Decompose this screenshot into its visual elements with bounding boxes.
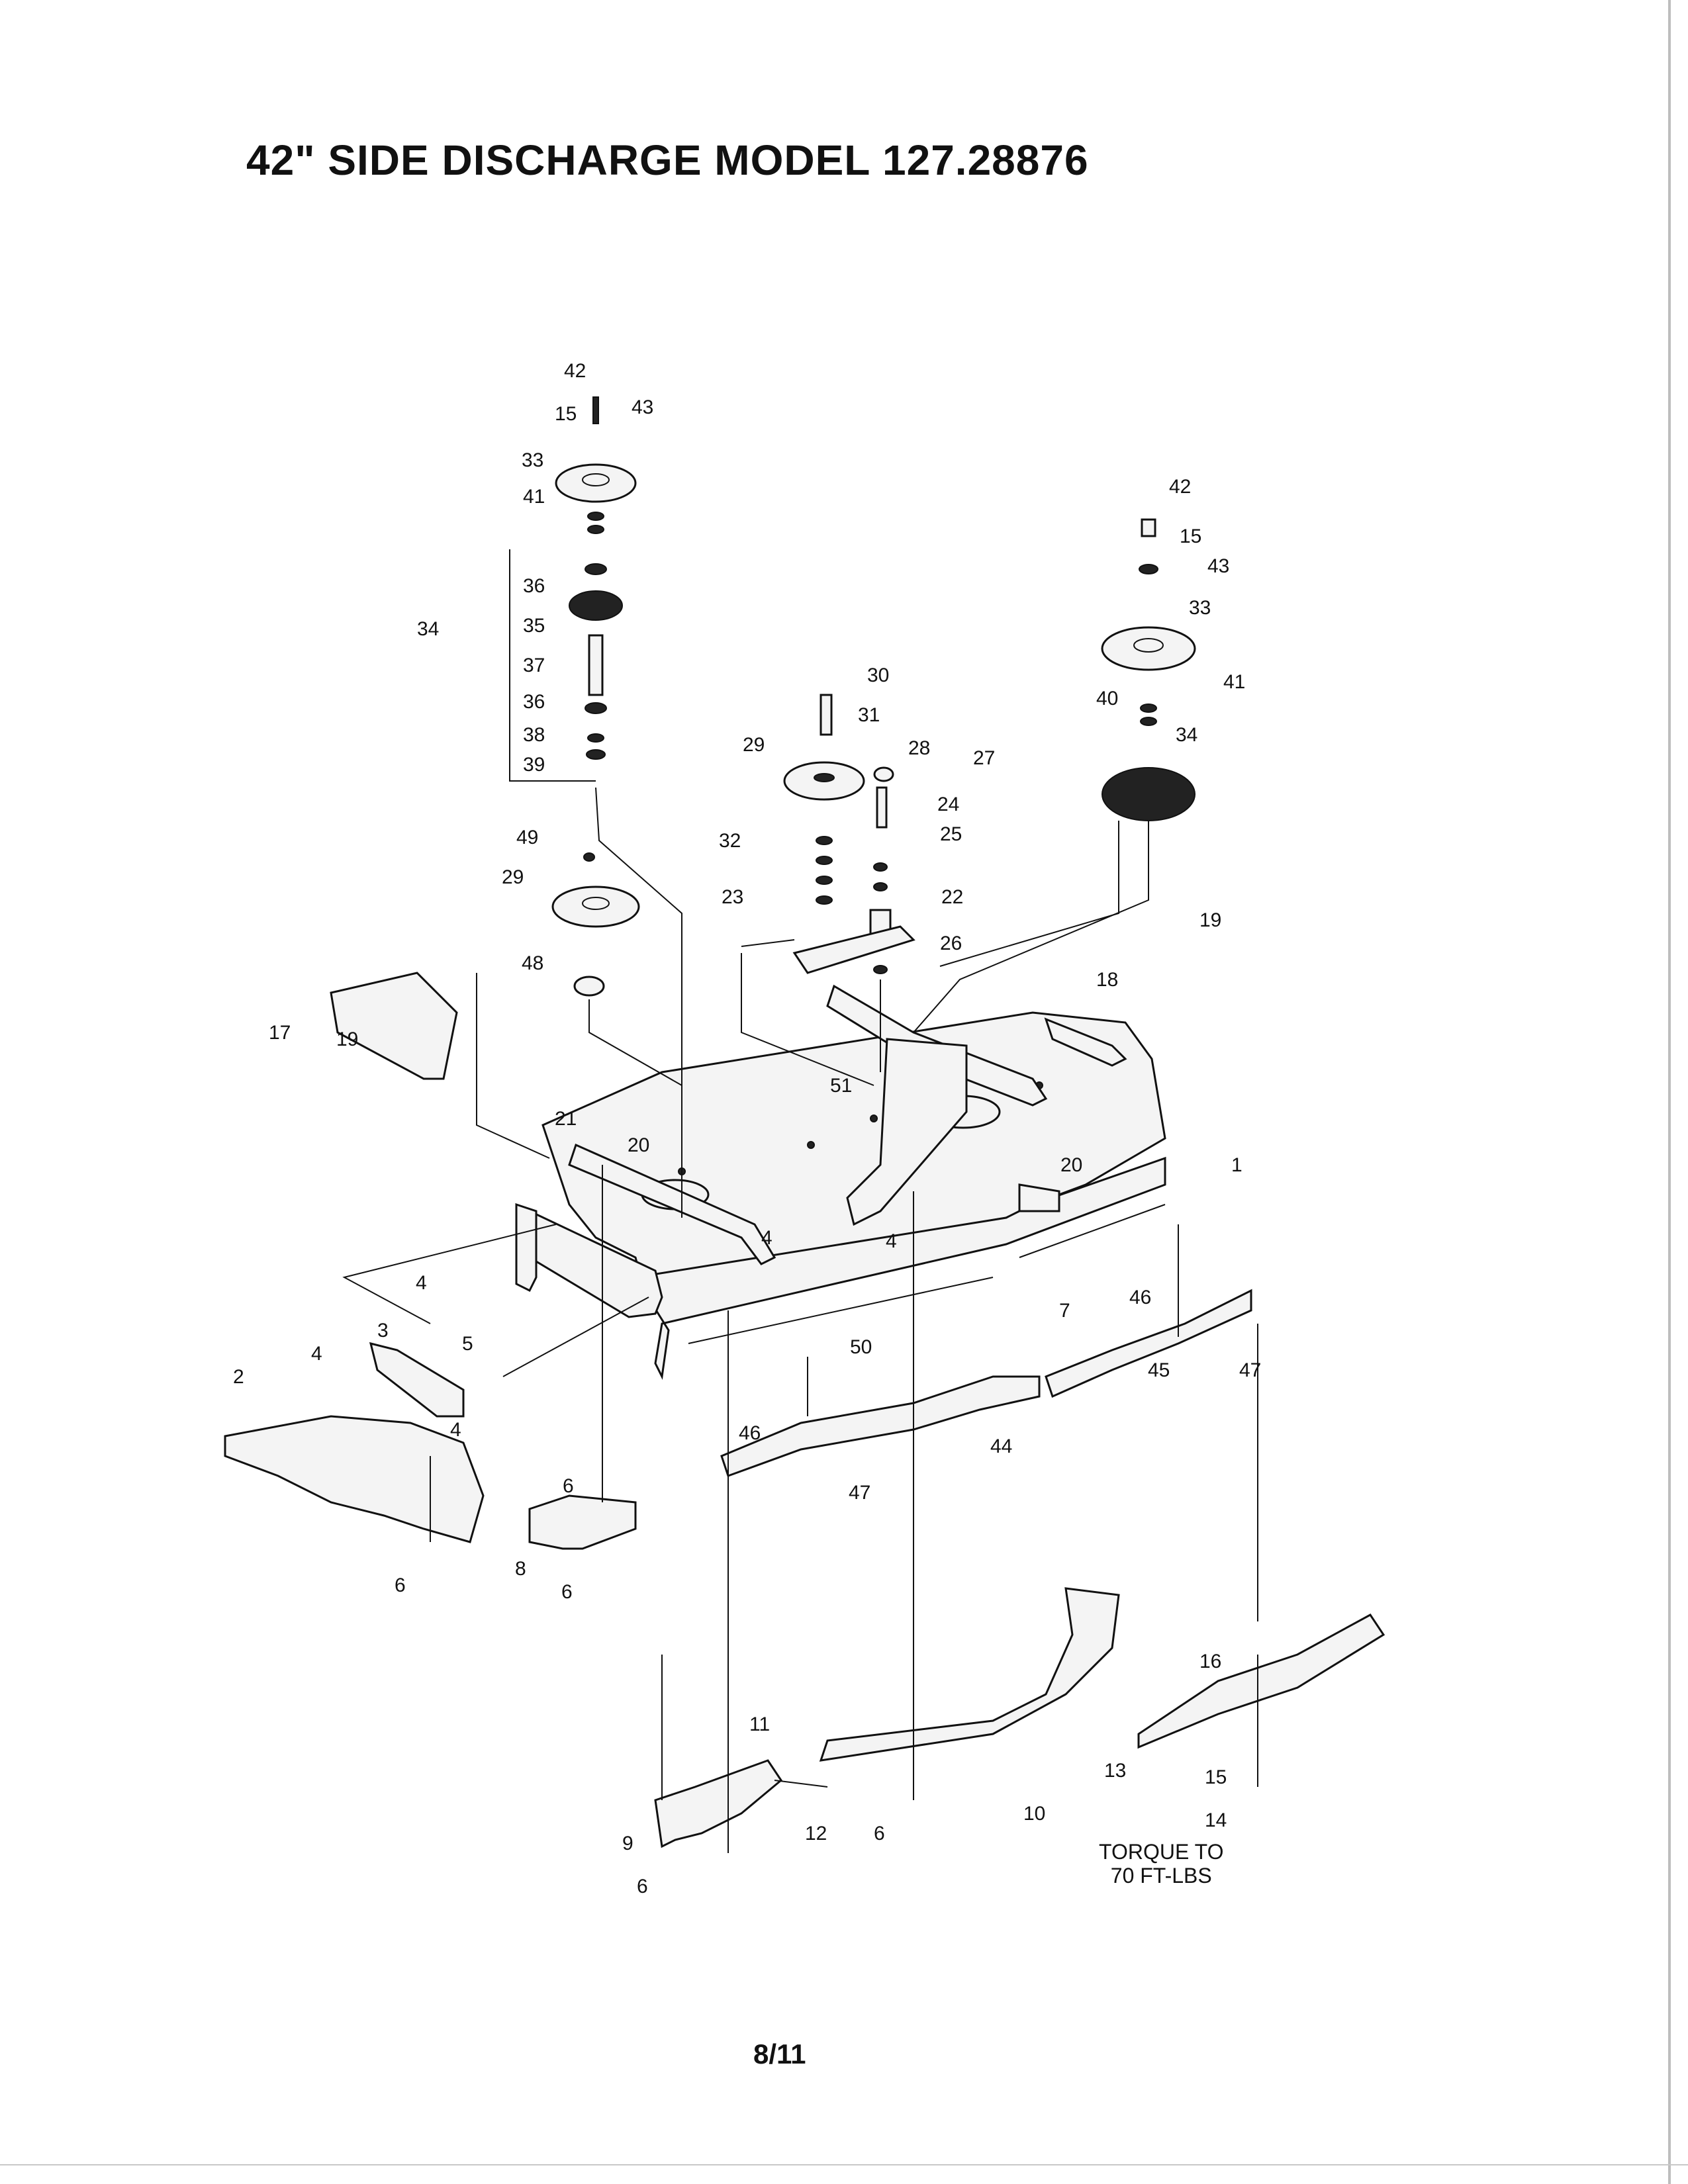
callout-6: 6	[395, 1574, 406, 1596]
callout-4d: 4	[311, 1343, 322, 1365]
bar-part-18	[1044, 1017, 1127, 1067]
callout-22: 22	[941, 886, 963, 908]
bracket-part-3	[369, 1342, 465, 1418]
scan-edge-line	[1668, 0, 1671, 2184]
callout-4c: 4	[886, 1230, 897, 1252]
callout-41b: 41	[1223, 671, 1245, 693]
callout-46b: 46	[1129, 1287, 1151, 1308]
callout-18: 18	[1096, 969, 1118, 991]
callout-7: 7	[1059, 1300, 1070, 1322]
callout-6e: 6	[637, 1876, 648, 1897]
front-bracket-assembly	[515, 1143, 776, 1318]
callout-10: 10	[1023, 1803, 1045, 1825]
callout-33b: 33	[1189, 597, 1211, 619]
callout-15: 15	[1205, 1766, 1227, 1788]
callout-28: 28	[908, 737, 930, 759]
callout-32: 32	[719, 830, 741, 852]
center-idler-assembly	[741, 694, 915, 974]
callout-50: 50	[850, 1336, 872, 1358]
callout-19b: 19	[1199, 909, 1221, 931]
callout-25: 25	[940, 823, 962, 845]
deflector-part-2	[224, 1415, 485, 1543]
baffle-panels	[720, 1289, 1252, 1477]
callout-29: 29	[743, 734, 765, 756]
callout-1: 1	[1231, 1154, 1243, 1176]
part-callouts: 1 2 3 4 4 4 4 4 5 6 6 6 6 6 7 8 9 10 11 …	[233, 360, 1261, 1897]
callout-5: 5	[462, 1333, 473, 1355]
callout-33: 33	[522, 449, 543, 471]
callout-19: 19	[336, 1028, 358, 1050]
assembly-guide-lines	[342, 549, 1258, 1853]
callout-2: 2	[233, 1366, 244, 1388]
callout-37: 37	[523, 655, 545, 676]
page-title: 42" SIDE DISCHARGE MODEL 127.28876	[246, 136, 1089, 184]
callout-36b: 36	[523, 691, 545, 713]
callout-46: 46	[739, 1422, 761, 1444]
callout-40: 40	[1096, 688, 1118, 709]
callout-21: 21	[555, 1108, 577, 1130]
callout-35: 35	[523, 615, 545, 637]
bracket-part-8	[528, 1494, 637, 1550]
callout-11: 11	[749, 1713, 770, 1735]
callout-51: 51	[830, 1075, 852, 1097]
callout-6d: 6	[874, 1823, 885, 1844]
callout-38: 38	[523, 724, 545, 746]
callout-9: 9	[622, 1833, 633, 1854]
callout-41: 41	[523, 486, 545, 508]
page-number: 8/11	[753, 2038, 806, 2070]
blade-part-13	[1137, 1614, 1385, 1749]
callout-30: 30	[867, 664, 889, 686]
right-spindle-assembly	[1101, 518, 1196, 821]
callout-49: 49	[516, 827, 538, 848]
left-spindle-assembly	[555, 396, 637, 760]
callout-20b: 20	[1060, 1154, 1082, 1176]
callout-15b: 15	[555, 403, 577, 425]
torque-note: TORQUE TO 70 FT-LBS	[1099, 1840, 1223, 1888]
callout-43b: 43	[1207, 555, 1229, 577]
callout-6c: 6	[561, 1581, 573, 1603]
callout-27: 27	[973, 747, 995, 769]
callout-16: 16	[1199, 1651, 1221, 1672]
callout-34b: 34	[1176, 724, 1197, 746]
callout-42b: 42	[1169, 476, 1191, 498]
callout-36: 36	[523, 575, 545, 597]
callout-15c: 15	[1180, 525, 1201, 547]
callout-23: 23	[722, 886, 743, 908]
torque-note-line-2: 70 FT-LBS	[1110, 1864, 1212, 1888]
callout-47: 47	[849, 1482, 870, 1504]
callout-8: 8	[515, 1558, 526, 1580]
callout-17: 17	[269, 1022, 291, 1044]
callout-4b: 4	[761, 1227, 773, 1249]
callout-24: 24	[937, 794, 959, 815]
callout-20: 20	[628, 1134, 649, 1156]
callout-13: 13	[1104, 1760, 1126, 1782]
skirt-part-9	[654, 1759, 782, 1848]
callout-47b: 47	[1239, 1359, 1261, 1381]
callout-26: 26	[940, 933, 962, 954]
callout-29b: 29	[502, 866, 524, 888]
torque-note-line-1: TORQUE TO	[1099, 1840, 1224, 1864]
callout-31: 31	[858, 704, 880, 726]
callout-42: 42	[564, 360, 586, 382]
callout-45: 45	[1148, 1359, 1170, 1381]
discharge-chute-part-17	[330, 972, 458, 1080]
skirt-part-10	[819, 1587, 1120, 1762]
callout-14: 14	[1205, 1809, 1227, 1831]
scan-bottom-line	[0, 2164, 1688, 2165]
callout-39: 39	[523, 754, 545, 776]
callout-4: 4	[416, 1272, 427, 1294]
callout-48: 48	[522, 952, 543, 974]
left-idler-pulley	[551, 852, 640, 997]
callout-12: 12	[805, 1823, 827, 1844]
callout-43: 43	[632, 396, 653, 418]
callout-6b: 6	[563, 1475, 574, 1497]
callout-3: 3	[377, 1320, 389, 1342]
callout-4e: 4	[450, 1419, 461, 1441]
callout-34: 34	[417, 618, 439, 640]
callout-44: 44	[990, 1435, 1012, 1457]
rear-bracket-assembly	[826, 984, 1060, 1226]
